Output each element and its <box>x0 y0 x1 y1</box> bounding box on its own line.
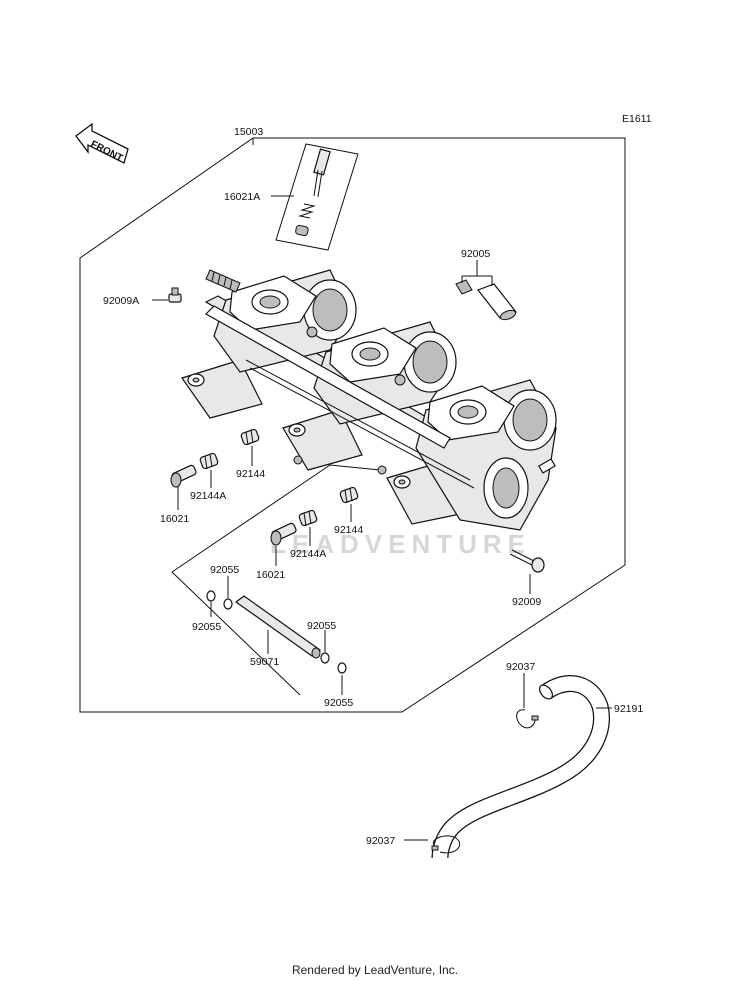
clamp-92037-a <box>516 709 539 729</box>
spring-92144a-b <box>298 509 318 527</box>
spring-92144a-a <box>199 452 219 470</box>
carburetor-body-3 <box>415 379 557 531</box>
label-16021a: 16021A <box>224 191 260 203</box>
o-ring-92055-c <box>320 652 330 664</box>
carburetor-assembly <box>181 269 557 531</box>
assembly-outline <box>79 137 626 713</box>
carburetor-body-1 <box>213 269 357 373</box>
label-92055-c: 92055 <box>307 620 336 632</box>
label-92055-b: 92055 <box>192 621 221 633</box>
leader-lines <box>152 138 612 841</box>
watermark: LEADVENTURE <box>270 529 531 559</box>
screw-16021-b <box>270 522 297 546</box>
label-59071: 59071 <box>250 656 279 668</box>
label-92144a-b: 92144A <box>290 548 326 560</box>
fitting-92005 <box>455 279 517 321</box>
label-15003: 15003 <box>234 126 263 138</box>
pilot-screw-16021a <box>295 148 331 237</box>
label-92037-b: 92037 <box>366 835 395 847</box>
clamp-92037-b <box>431 835 461 854</box>
hose-92191 <box>431 675 610 859</box>
label-92005: 92005 <box>461 248 490 260</box>
label-16021-a: 16021 <box>160 513 189 525</box>
footer-credit: Rendered by LeadVenture, Inc. <box>291 963 459 977</box>
spring-92144-b <box>339 486 359 504</box>
o-ring-92055-a <box>206 590 216 602</box>
bolt-92009 <box>509 549 545 573</box>
diagram-code: E1611 <box>622 113 652 125</box>
front-arrow-icon: FRONT <box>75 122 129 164</box>
label-16021-b: 16021 <box>256 569 285 581</box>
label-92009a: 92009A <box>103 295 139 307</box>
label-92144-a: 92144 <box>236 468 265 480</box>
pipe-59071 <box>234 595 322 659</box>
subgroup-outline-59071 <box>171 464 381 573</box>
label-92037-a: 92037 <box>506 661 535 673</box>
spring-92144-a <box>240 428 260 446</box>
label-92055-a: 92055 <box>210 564 239 576</box>
label-92055-d: 92055 <box>324 697 353 709</box>
subgroup-outline-16021a <box>275 143 359 251</box>
float-bowl-1 <box>181 359 263 419</box>
label-92144-b: 92144 <box>334 524 363 536</box>
o-ring-92055-d <box>337 662 347 674</box>
bolt-92009a <box>168 287 182 303</box>
label-92191: 92191 <box>614 703 643 715</box>
label-92009: 92009 <box>512 596 541 608</box>
screw-16021-a <box>170 464 197 488</box>
carburetor-body-2 <box>313 321 457 425</box>
o-ring-92055-b <box>223 598 233 610</box>
label-92144a-a: 92144A <box>190 490 226 502</box>
